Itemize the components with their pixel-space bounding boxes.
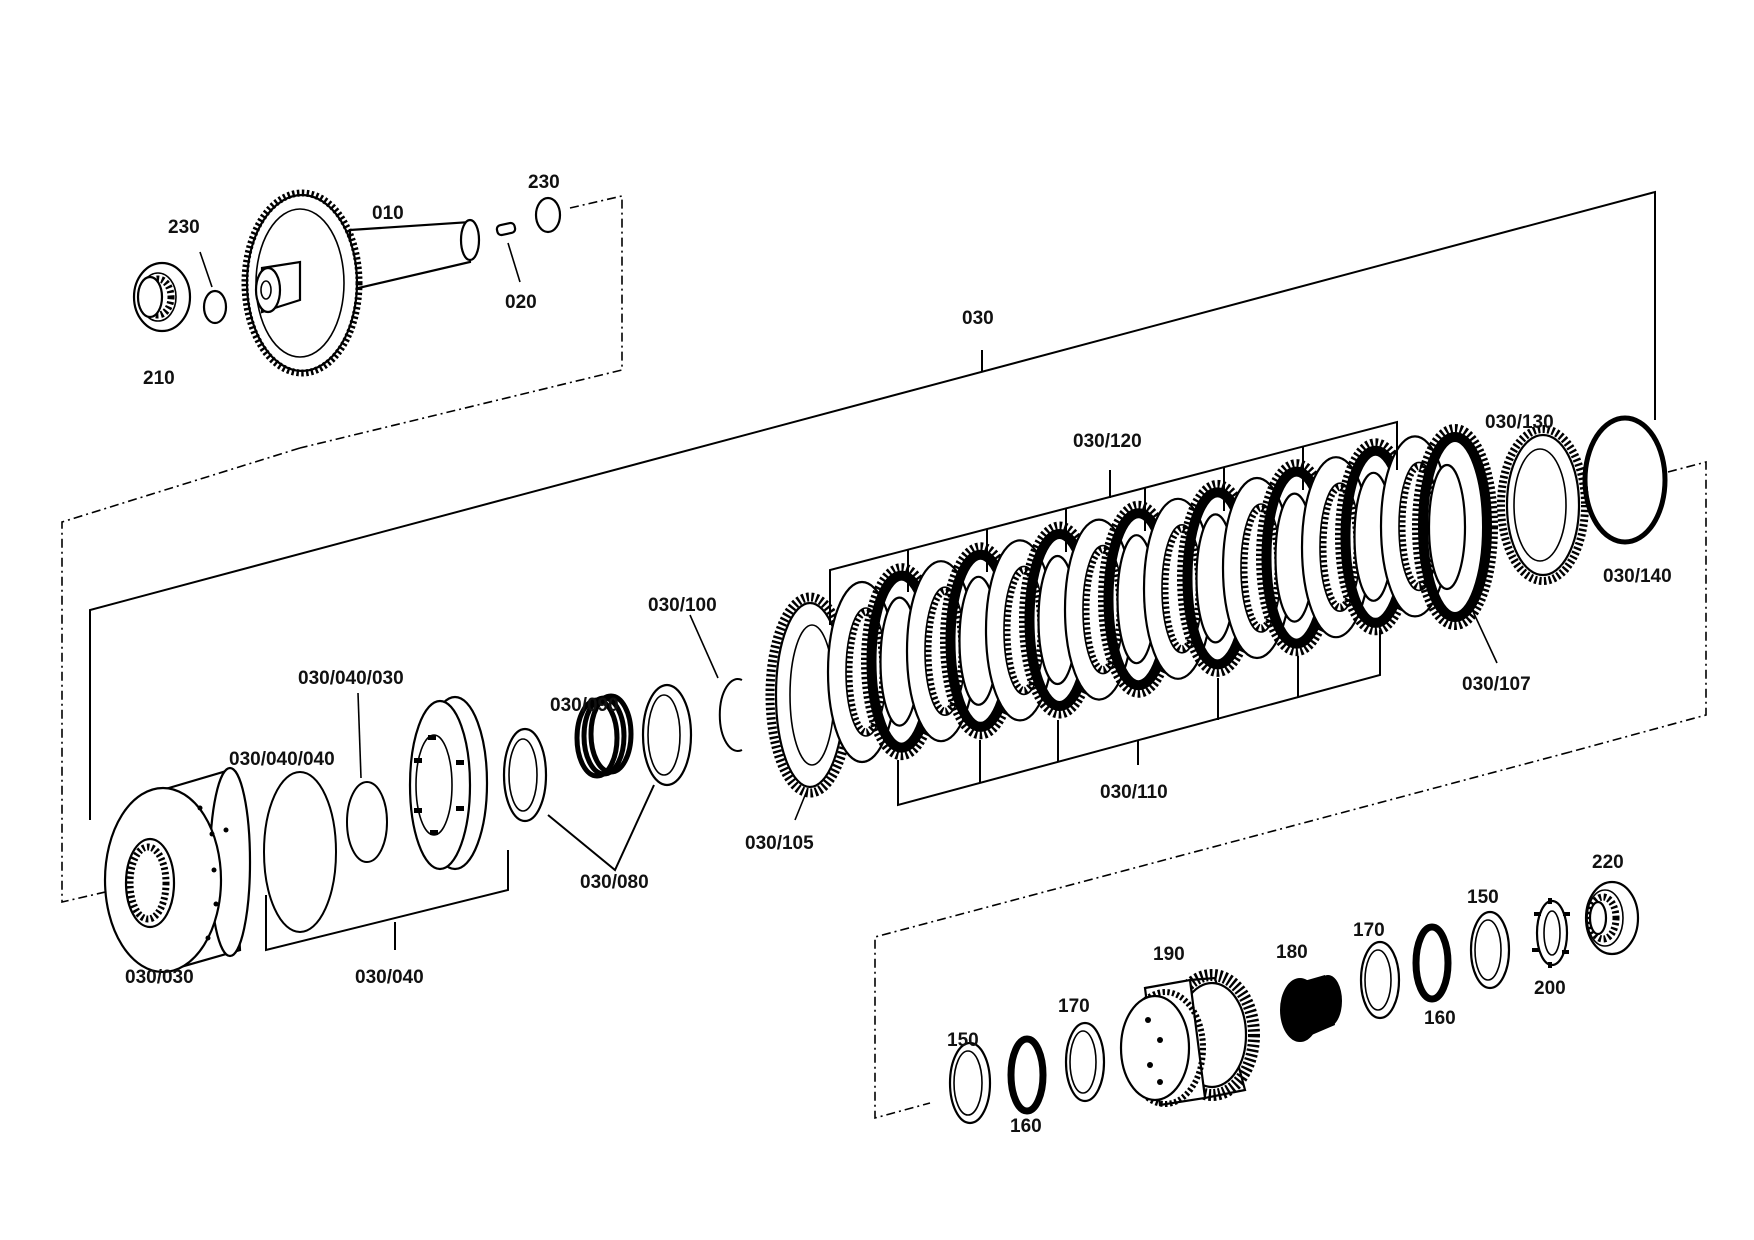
retainer-030-080	[502, 727, 548, 823]
gear-190	[1119, 969, 1260, 1107]
group-outline-clutch	[61, 447, 301, 904]
label-030-040-030: 030/040/030	[298, 668, 404, 689]
label-030-100: 030/100	[648, 595, 717, 616]
bracket-030-110	[897, 630, 1381, 807]
bearing-210	[132, 261, 192, 333]
leader-030-080	[547, 784, 655, 872]
disc-030-130	[1497, 425, 1589, 585]
oring-030-040-030	[346, 781, 388, 863]
needle-cage-180	[1280, 975, 1342, 1042]
label-150-upper: 150	[1467, 887, 1499, 908]
ring-160-upper	[1412, 923, 1452, 1003]
spring-030-090	[574, 693, 634, 779]
label-190: 190	[1153, 944, 1185, 965]
gear-shaft-010	[241, 189, 481, 377]
label-030-080: 030/080	[580, 872, 649, 893]
label-220: 220	[1592, 852, 1624, 873]
oring-030-040-040	[263, 771, 337, 933]
label-030-110: 030/110	[1100, 782, 1168, 803]
label-150-lower: 150	[947, 1030, 979, 1051]
pin-020	[495, 221, 517, 237]
snapring-030-100	[718, 678, 743, 752]
leader-030-040-030	[357, 692, 362, 779]
label-160-lower: 160	[1010, 1116, 1042, 1137]
ring-230-left	[202, 289, 228, 325]
washer-150-lower	[948, 1041, 992, 1125]
snapring-030-140	[1582, 415, 1668, 545]
ring-160-lower	[1007, 1035, 1047, 1115]
label-160-upper: 160	[1424, 1008, 1456, 1029]
group-outline-shaft	[299, 194, 623, 449]
disc-030-107	[1412, 424, 1498, 630]
label-010: 010	[372, 203, 404, 224]
label-030-040-040: 030/040/040	[229, 749, 335, 770]
label-170-lower: 170	[1058, 996, 1090, 1017]
washer-150-upper	[1469, 910, 1511, 990]
label-030-040: 030/040	[355, 967, 424, 988]
label-030-130: 030/130	[1485, 412, 1554, 433]
bracket-030-040	[265, 850, 509, 952]
clutch-pack	[826, 435, 1451, 764]
disc-030-080	[641, 683, 693, 787]
label-030-105: 030/105	[745, 833, 814, 854]
label-030-140: 030/140	[1603, 566, 1672, 587]
label-030-107: 030/107	[1462, 674, 1531, 695]
label-030-030: 030/030	[125, 967, 194, 988]
washer-170-lower	[1064, 1021, 1106, 1103]
label-170-upper: 170	[1353, 920, 1385, 941]
leader-030-105	[794, 787, 809, 821]
label-030-090: 030/090	[550, 695, 619, 716]
label-200: 200	[1534, 978, 1566, 999]
washer-170-upper	[1359, 940, 1401, 1020]
label-030-120: 030/120	[1073, 431, 1142, 452]
leader-030-100	[689, 614, 719, 679]
leader-030-107	[1469, 604, 1498, 664]
label-230-left: 230	[168, 217, 200, 238]
label-210: 210	[143, 368, 175, 389]
leader-020	[507, 242, 521, 283]
label-180: 180	[1276, 942, 1308, 963]
bracket-030	[89, 190, 1656, 820]
ring-230-right	[534, 196, 562, 234]
group-outline-clutch-right	[1569, 460, 1707, 753]
bearing-220	[1584, 880, 1640, 956]
label-030: 030	[962, 308, 994, 329]
leader-230-left	[199, 251, 213, 288]
drum-030-030	[103, 766, 252, 974]
label-020: 020	[505, 292, 537, 313]
piston	[408, 695, 489, 871]
bracket-030-120	[829, 420, 1398, 625]
label-230-right: 230	[528, 172, 560, 193]
lockwasher-200	[1532, 898, 1570, 968]
